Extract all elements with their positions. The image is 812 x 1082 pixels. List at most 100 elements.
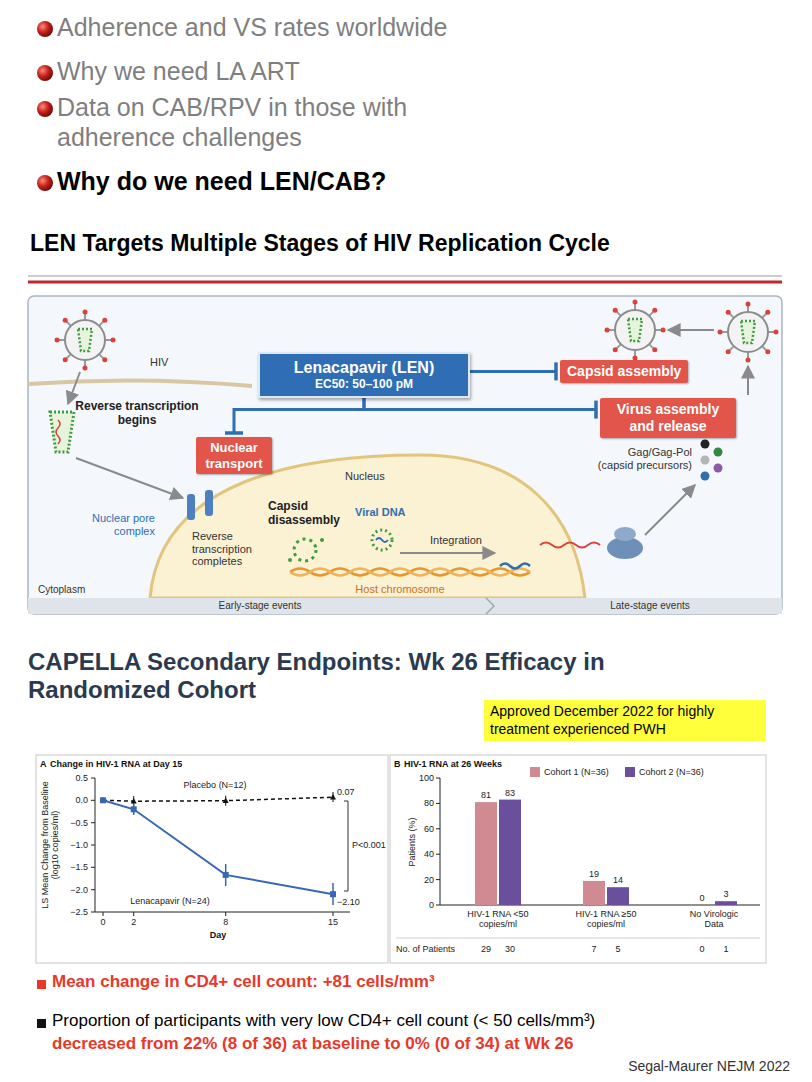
citation: Segal-Maurer NEJM 2022: [628, 1058, 790, 1075]
replication-illustration: [747, 366, 749, 395]
agenda-item: Why do we need LEN/CAB?: [57, 166, 386, 196]
bullet-ball: [37, 21, 53, 191]
replication-illustration: [486, 598, 494, 614]
chart-b: [583, 881, 605, 905]
agenda-item: Why we need LA ART: [57, 56, 300, 86]
chart-a: [100, 794, 336, 804]
legend-swatch: [625, 767, 635, 777]
legend-swatch: [530, 767, 540, 777]
bullet-ball: [37, 175, 53, 191]
replication-illustration: [372, 530, 392, 550]
replication-illustration: [645, 485, 695, 535]
chart-text: 7: [591, 944, 596, 954]
chart-a: [91, 889, 95, 890]
chart-text: 3: [723, 889, 728, 899]
structure-label: Host chromosome: [355, 583, 444, 596]
chart-text: 0: [429, 900, 434, 910]
chart-text: 19: [589, 869, 599, 879]
agenda-item: Adherence and VS rates worldwide: [57, 12, 448, 42]
illustration-label: Gag/Gag-Pol (capsid precursors): [590, 446, 692, 471]
chart-a: [344, 801, 348, 891]
replication-illustration: [290, 569, 530, 576]
chart-text: 0.07: [337, 787, 355, 797]
legend-text: Cohort 1 (N=36): [544, 767, 609, 777]
replication-illustration: [320, 538, 324, 542]
chart-text: −1.5: [70, 862, 88, 872]
replication-illustration: [28, 296, 782, 614]
replication-illustration: [714, 448, 723, 457]
chart-a: [36, 755, 388, 963]
chart-text: Lenacapavir (N=24): [130, 896, 209, 906]
illustration-label: Nucleus: [345, 470, 385, 483]
replication-illustration: [28, 598, 782, 614]
chart-text: Patients (%): [407, 792, 417, 892]
replication-illustration: [28, 296, 782, 614]
chart-text: No. of Patients: [396, 944, 455, 954]
chart-text: 80: [424, 798, 434, 808]
replication-illustration: [400, 552, 495, 554]
chart-b: [396, 938, 760, 939]
replication-illustration: [605, 300, 666, 361]
chart-text: 0: [100, 917, 105, 927]
note-box: Approved December 2022 for highly treatm…: [484, 700, 766, 741]
replication-illustration: [540, 543, 600, 548]
chart-text: LS Mean Change from Baseline (log10 copi…: [40, 775, 61, 915]
stage-label: Late-stage events: [610, 600, 690, 612]
chart-a: [223, 798, 229, 804]
bullet-ball: [37, 101, 53, 117]
replication-illustration: [614, 527, 636, 541]
replication-illustration: [701, 456, 710, 465]
chart-heading: HIV-1 RNA at 26 Weeks: [404, 759, 502, 770]
heading-rule: [28, 281, 782, 284]
target-box: Virus assembly and release: [600, 398, 736, 438]
heading-rule: [28, 276, 782, 282]
chart-text: 0.0: [75, 795, 88, 805]
chart-text: HIV-1 RNA ≥50 copies/ml: [573, 909, 639, 930]
chart-a: [91, 867, 95, 868]
chart-text: 20: [424, 874, 434, 884]
chart-b: [436, 905, 440, 906]
chart-text: 0: [699, 944, 704, 954]
section-heading: CAPELLA Secondary Endpoints: Wk 26 Effic…: [28, 648, 688, 703]
inhibition-connector: [225, 398, 364, 433]
node-text: Capsid assembly: [567, 363, 681, 380]
drug-box: Lenacapavir (LEN)EC50: 50–100 pM: [258, 352, 470, 398]
heading-rule: [28, 276, 782, 277]
chart-a: [134, 804, 333, 905]
chart-text: 1: [723, 944, 728, 954]
node-text: Nuclear transport: [203, 440, 265, 471]
chart-heading: A: [40, 759, 47, 770]
chart-text: P<0.001: [352, 840, 386, 850]
chart-a: [91, 822, 95, 823]
chart-text: −1.0: [70, 840, 88, 850]
chart-text: 29: [481, 944, 491, 954]
replication-illustration: [56, 420, 60, 444]
bullet-square: [37, 980, 46, 1028]
chart-a: [333, 912, 334, 916]
node-text: Approved December 2022 for highly treatm…: [490, 703, 760, 738]
replication-illustration: [205, 490, 213, 516]
chart-a: [91, 800, 95, 801]
chart-text: 5: [615, 944, 620, 954]
chart-b: [436, 879, 440, 880]
finding-text: decreased from 22% (8 of 36) at baseline…: [52, 1034, 574, 1054]
chart-a: [91, 778, 95, 779]
chart-b: [475, 802, 497, 905]
chart-a: [225, 912, 226, 916]
chart-text: 60: [424, 824, 434, 834]
chart-a: [131, 798, 137, 804]
chart-text: −2.10: [337, 897, 360, 907]
connector-line: [470, 370, 556, 373]
structure-label: Viral DNA: [355, 506, 406, 519]
chart-a: [91, 778, 333, 916]
stage-label: Early-stage events: [219, 600, 302, 612]
chart-a: [100, 797, 106, 803]
chart-b: [436, 828, 440, 829]
inhibition-bar: [594, 401, 598, 419]
chart-a: [223, 872, 229, 878]
agenda-item: Data on CAB/RPV in those with adherence …: [57, 92, 477, 152]
replication-illustration: [718, 302, 779, 363]
chart-b: [436, 778, 440, 905]
